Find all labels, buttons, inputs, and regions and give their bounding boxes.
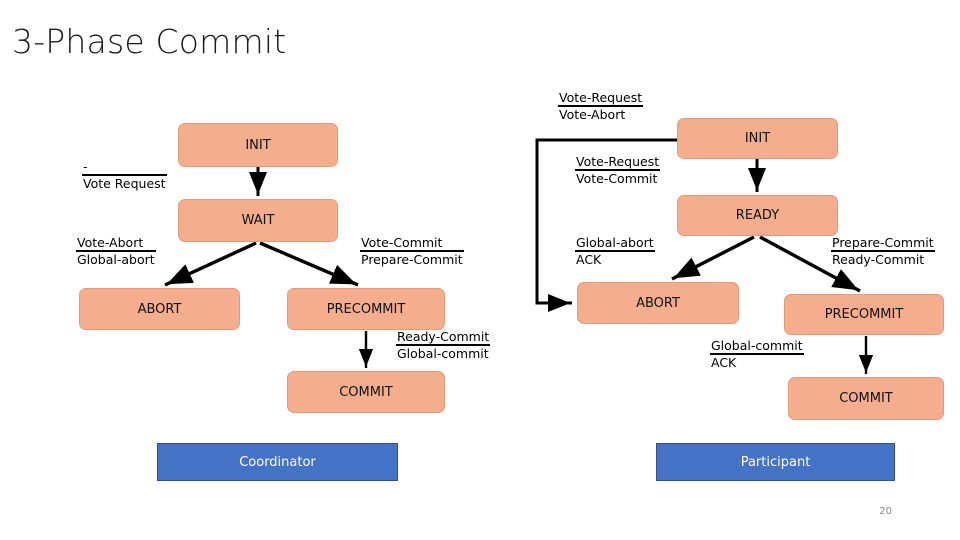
state-coordinator-abort[interactable]: ABORT <box>79 288 240 330</box>
edge-coordinator-wait-precommit <box>259 241 359 287</box>
state-label: COMMIT <box>839 391 893 406</box>
state-participant-commit[interactable]: COMMIT <box>788 377 944 420</box>
transition-sent: Vote-Abort <box>559 107 626 123</box>
state-label: READY <box>735 208 780 223</box>
role-label: Coordinator <box>239 454 316 470</box>
transition-label-participant-init-abort: Vote-Request Vote-Abort <box>558 91 644 123</box>
transition-received: Global-abort <box>575 236 655 253</box>
role-label: Participant <box>740 454 811 470</box>
state-label: INIT <box>245 137 271 153</box>
state-label: PRECOMMIT <box>824 307 904 322</box>
transition-received: Global-commit <box>710 339 804 356</box>
page-title: 3-Phase Commit <box>12 22 287 61</box>
state-participant-init[interactable]: INIT <box>677 118 838 159</box>
state-participant-precommit[interactable]: PRECOMMIT <box>784 294 944 335</box>
state-label: ABORT <box>137 301 182 317</box>
transition-received: Vote-Request <box>575 155 661 172</box>
page-number: 20 <box>879 506 892 517</box>
transition-label-participant-ready-abort: Global-abort ACK <box>575 236 655 266</box>
state-label: ABORT <box>636 295 680 311</box>
role-bar-coordinator[interactable]: Coordinator <box>157 443 398 481</box>
transition-label-coordinator-wait-precommit: Vote-Commit Prepare-Commit <box>360 236 464 266</box>
edge-participant-ready-abort <box>671 235 755 281</box>
transition-sent: ACK <box>576 252 602 268</box>
transition-label-participant-precommit-commit: Global-commit ACK <box>710 339 804 369</box>
state-coordinator-precommit[interactable]: PRECOMMIT <box>287 288 445 330</box>
state-coordinator-commit[interactable]: COMMIT <box>287 371 445 413</box>
transition-label-coordinator-init-wait: - Vote Request <box>82 160 167 190</box>
state-coordinator-init[interactable]: INIT <box>178 123 338 167</box>
transition-received: Vote-Commit <box>360 236 464 253</box>
transition-received: Vote-Request <box>558 91 644 108</box>
transition-label-coordinator-wait-abort: Vote-Abort Global-abort <box>76 236 156 266</box>
state-label: INIT <box>744 131 771 146</box>
transition-received: Ready-Commit <box>396 330 491 347</box>
transition-label-participant-ready-precommit: Prepare-Commit Ready-Commit <box>831 236 935 266</box>
state-label: PRECOMMIT <box>326 301 406 317</box>
transition-sent: Ready-Commit <box>832 252 925 268</box>
transition-label-participant-init-ready: Vote-Request Vote-Commit <box>575 155 661 187</box>
role-bar-participant[interactable]: Participant <box>656 443 895 481</box>
state-label: WAIT <box>241 213 275 228</box>
transition-sent: Prepare-Commit <box>361 252 463 268</box>
transition-label-coordinator-precommit-commit: Ready-Commit Global-commit <box>396 330 491 362</box>
transition-received: Vote-Abort <box>76 236 156 253</box>
transition-sent: Vote-Commit <box>576 171 658 187</box>
state-participant-ready[interactable]: READY <box>677 195 838 236</box>
edge-coordinator-wait-abort <box>164 241 257 287</box>
transition-sent: Vote Request <box>83 176 166 192</box>
transition-received: Prepare-Commit <box>831 236 935 253</box>
transition-sent: ACK <box>711 355 737 371</box>
state-coordinator-wait[interactable]: WAIT <box>178 199 338 242</box>
transition-sent: Global-commit <box>397 346 489 362</box>
state-label: COMMIT <box>339 384 393 400</box>
transition-received: - <box>82 160 167 177</box>
state-participant-abort[interactable]: ABORT <box>577 282 739 324</box>
transition-sent: Global-abort <box>77 252 155 268</box>
